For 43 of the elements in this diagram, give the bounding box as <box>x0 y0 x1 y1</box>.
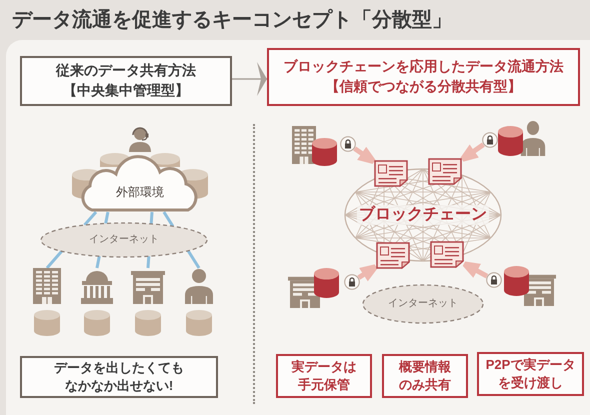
lock-icon <box>482 132 498 148</box>
header-panel <box>20 56 232 106</box>
lock-icon <box>344 274 360 290</box>
document-icon <box>428 158 462 185</box>
lock-icon <box>340 136 356 152</box>
cloud-shape <box>70 152 210 212</box>
cloud-label: 外部環境 <box>116 184 164 200</box>
person-icon <box>184 268 214 304</box>
note-text: データを出したくてもなかなか出せない! <box>52 359 185 395</box>
document-icon <box>376 242 410 269</box>
header-subtitle: 【中央集中管理型】 <box>63 81 189 100</box>
blockchain-label: ブロックチェーン <box>357 205 489 225</box>
document-icon <box>430 241 464 268</box>
chevron-arrow <box>232 62 267 96</box>
note-panel <box>477 352 584 396</box>
header-subtitle: 【信頼でつながる分散共有型】 <box>326 77 522 96</box>
slide-title: データ流通を促進するキーコンセプト「分散型」 <box>12 8 452 33</box>
lock-icon <box>486 272 502 288</box>
document-icon <box>374 160 408 187</box>
note-text: 実データは手元保管 <box>290 358 358 394</box>
connection-line <box>104 212 110 224</box>
connection-line <box>146 256 150 268</box>
connection-line <box>150 212 154 224</box>
note-panel <box>20 356 218 398</box>
internet-ellipse <box>362 284 484 324</box>
connection-line <box>83 211 98 226</box>
note-text: 概要情報のみ共有 <box>398 358 452 394</box>
connection-line <box>186 250 200 269</box>
internet-ellipse <box>40 222 208 258</box>
internet-label: インターネット <box>388 298 458 310</box>
office-building-icon <box>131 268 165 304</box>
connection-line <box>96 256 101 268</box>
internet-label: インターネット <box>89 234 159 246</box>
header-title: 従来のデータ共有方法 <box>56 61 196 80</box>
office-tower-icon <box>33 268 61 304</box>
connection-line <box>162 211 174 228</box>
header-title: ブロックチェーンを応用したデータ流通方法 <box>284 57 564 76</box>
note-panel <box>382 354 468 398</box>
header-panel <box>267 48 580 106</box>
note-panel <box>276 354 372 398</box>
note-text: P2Pで実データを受け渡し <box>484 356 576 392</box>
government-building-icon <box>80 268 114 304</box>
connection-line <box>46 250 63 269</box>
